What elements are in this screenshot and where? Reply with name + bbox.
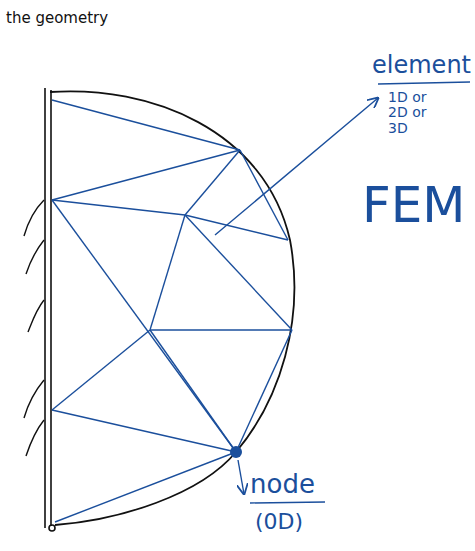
element-underline [378,82,470,84]
heading-fragment: the geometry [6,10,108,27]
node-label: node [250,470,315,499]
wall-hatching [24,200,44,456]
element-label: element [372,52,471,78]
method-label: FEM [362,178,466,233]
node-leader [238,460,244,494]
mesh-lines [52,100,292,522]
dimension-note: 1D or 2D or 3D [388,90,436,136]
element-leader [215,98,378,235]
fixed-wall [45,88,55,531]
mesh-node-dot [230,446,242,458]
geometry-outline [50,91,294,525]
node-underline [250,502,325,503]
dimension-note: (0D) [255,510,303,534]
